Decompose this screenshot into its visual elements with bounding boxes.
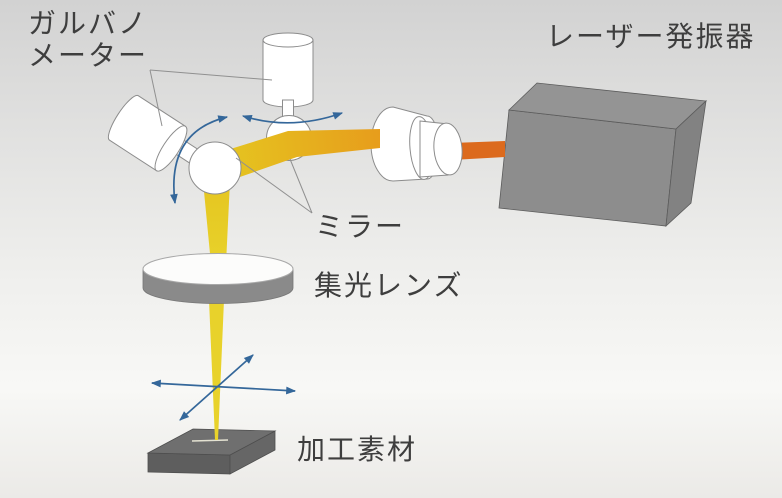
workpiece-slab xyxy=(146,428,277,475)
galvanometer-label-line2: メーター xyxy=(28,40,149,71)
mark-line xyxy=(191,439,229,442)
laser-beam-focused xyxy=(209,300,224,440)
condenser-lens xyxy=(142,253,294,304)
lens-top-face xyxy=(142,253,294,285)
scan-arrow-y xyxy=(179,354,254,421)
beam-expander xyxy=(370,106,463,182)
galvanometer-motor-vertical xyxy=(262,32,314,119)
workpiece-front-face xyxy=(147,452,231,475)
galvanometer-label-line1: ガルバノ xyxy=(28,8,149,39)
laser-oscillator-box xyxy=(498,82,707,228)
mirror-label: ミラー xyxy=(315,211,406,242)
mirror-2 xyxy=(188,141,242,195)
laser-oscillator-label: レーザー発振器 xyxy=(546,21,756,52)
rotation-arc-mirror1 xyxy=(241,112,344,124)
expander-front-face xyxy=(433,122,463,176)
condenser-lens-label: 集光レンズ xyxy=(314,270,464,301)
leader-line-mirror2 xyxy=(235,157,313,214)
leader-line-mirror1 xyxy=(289,158,313,214)
galvo-vertical-top-face xyxy=(262,32,314,48)
leader-line-galvo-left xyxy=(149,69,163,127)
laser-beam-raw xyxy=(452,141,505,160)
galvanometer-label: ガルバノ メーター xyxy=(28,8,148,72)
laser-box-front-face xyxy=(498,109,677,227)
scan-arrow-x xyxy=(150,379,297,395)
workpiece-top-face xyxy=(146,428,277,456)
laser-beam-bent xyxy=(224,129,380,178)
galvo-vertical-body xyxy=(262,39,314,108)
laser-box-side-face xyxy=(665,99,707,228)
leader-line-galvo-vertical xyxy=(149,69,273,81)
workpiece-label: 加工素材 xyxy=(297,434,418,465)
rotation-arc-mirror2 xyxy=(170,115,229,205)
